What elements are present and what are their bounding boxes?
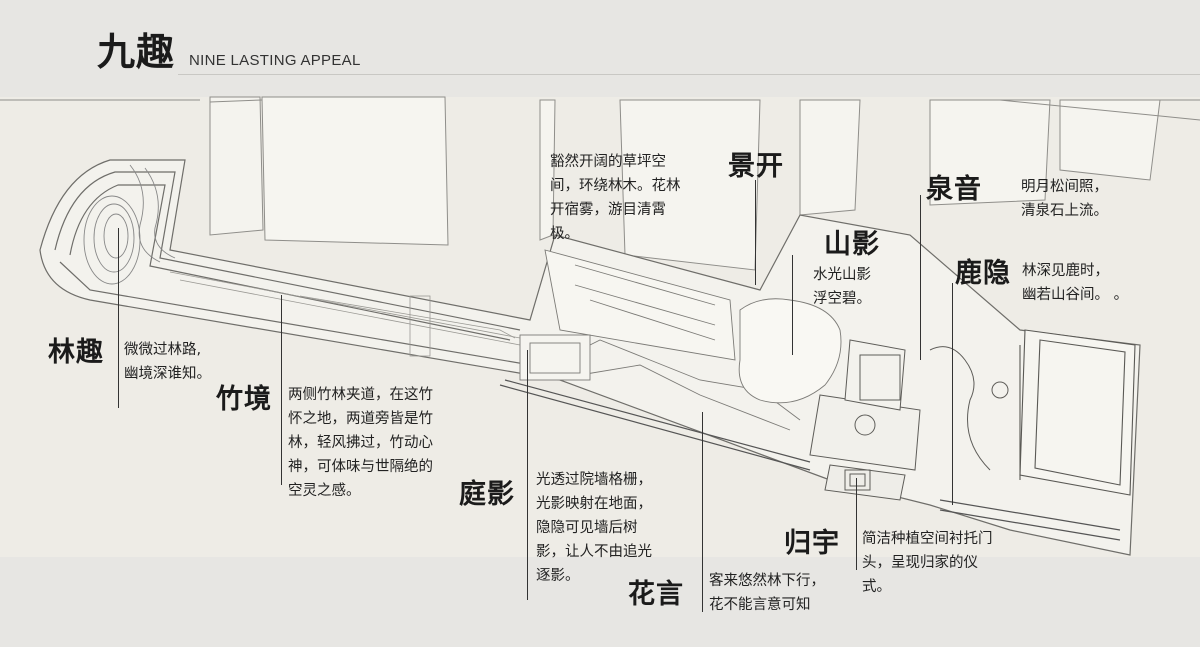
page-title: 九趣 NINE LASTING APPEAL: [97, 33, 361, 71]
leader-shanying: [792, 255, 793, 355]
desc-huayan: 客来悠然林下行，花不能言意可知: [709, 573, 825, 613]
label-jingkai: 景开: [728, 151, 784, 182]
title-english: NINE LASTING APPEAL: [189, 52, 361, 69]
desc-guiyu: 简洁种植空间衬托门头，呈现归家的仪式。: [862, 531, 993, 595]
leader-jingkai: [755, 180, 756, 285]
label-guiyu: 归宇: [784, 528, 840, 559]
desc-linqu: 微微过林路,幽境深谁知。: [124, 342, 211, 382]
label-linqu: 林趣: [48, 337, 104, 368]
desc-jingkai: 豁然开阔的草坪空间，环绕林木。花林开宿雾，游目清霄极。: [550, 154, 681, 242]
desc-zhujing: 两侧竹林夹道，在这竹怀之地，两道旁皆是竹林，轻风拂过，竹动心神，可体味与世隔绝的…: [288, 387, 433, 499]
label-luyin: 鹿隐: [955, 258, 1011, 289]
label-tingying: 庭影: [459, 479, 515, 510]
label-zhujing: 竹境: [216, 384, 272, 415]
leader-tingying: [527, 350, 528, 600]
leader-linqu: [118, 228, 119, 408]
leader-luyin: [952, 283, 953, 505]
label-huayan: 花言: [628, 579, 684, 610]
leader-zhujing: [281, 295, 282, 485]
title-divider: [178, 74, 1200, 75]
leader-quanyin: [920, 195, 921, 360]
label-shanying: 山影: [824, 229, 880, 260]
desc-tingying: 光透过院墙格栅，光影映射在地面，隐隐可见墙后树影，让人不由追光逐影。: [536, 472, 652, 584]
leader-huayan: [702, 412, 703, 612]
desc-shanying: 水光山影浮空碧。: [813, 267, 871, 307]
desc-luyin: 林深见鹿时，幽若山谷间。 。: [1022, 263, 1129, 303]
leader-guiyu: [856, 478, 857, 570]
label-quanyin: 泉音: [926, 174, 982, 205]
title-chinese: 九趣: [97, 30, 176, 74]
desc-quanyin: 明月松间照，清泉石上流。: [1021, 179, 1108, 219]
